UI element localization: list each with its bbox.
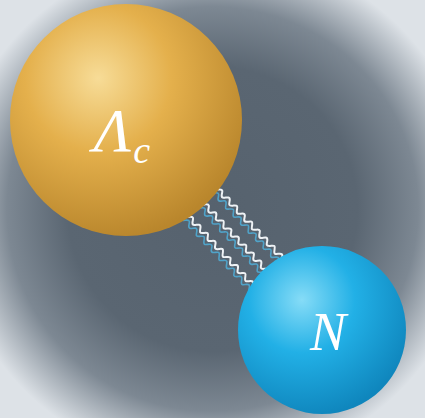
- sphere: [10, 4, 242, 236]
- label-group: N: [310, 301, 346, 363]
- interaction-wave: [211, 186, 284, 267]
- particle-symbol: N: [310, 301, 346, 363]
- wave-shadow: [181, 216, 250, 293]
- interaction-wave: [181, 213, 254, 294]
- nucleon-sphere: N: [238, 246, 406, 414]
- lambda-c-sphere: Λc: [10, 4, 242, 236]
- particle-subscript: c: [133, 128, 150, 172]
- sphere: [238, 246, 406, 414]
- particle-symbol: Λ: [94, 95, 131, 166]
- label-group: Λc: [94, 95, 150, 166]
- wave-line: [185, 213, 254, 290]
- wave-line: [201, 200, 269, 273]
- wave-shadow: [211, 189, 280, 266]
